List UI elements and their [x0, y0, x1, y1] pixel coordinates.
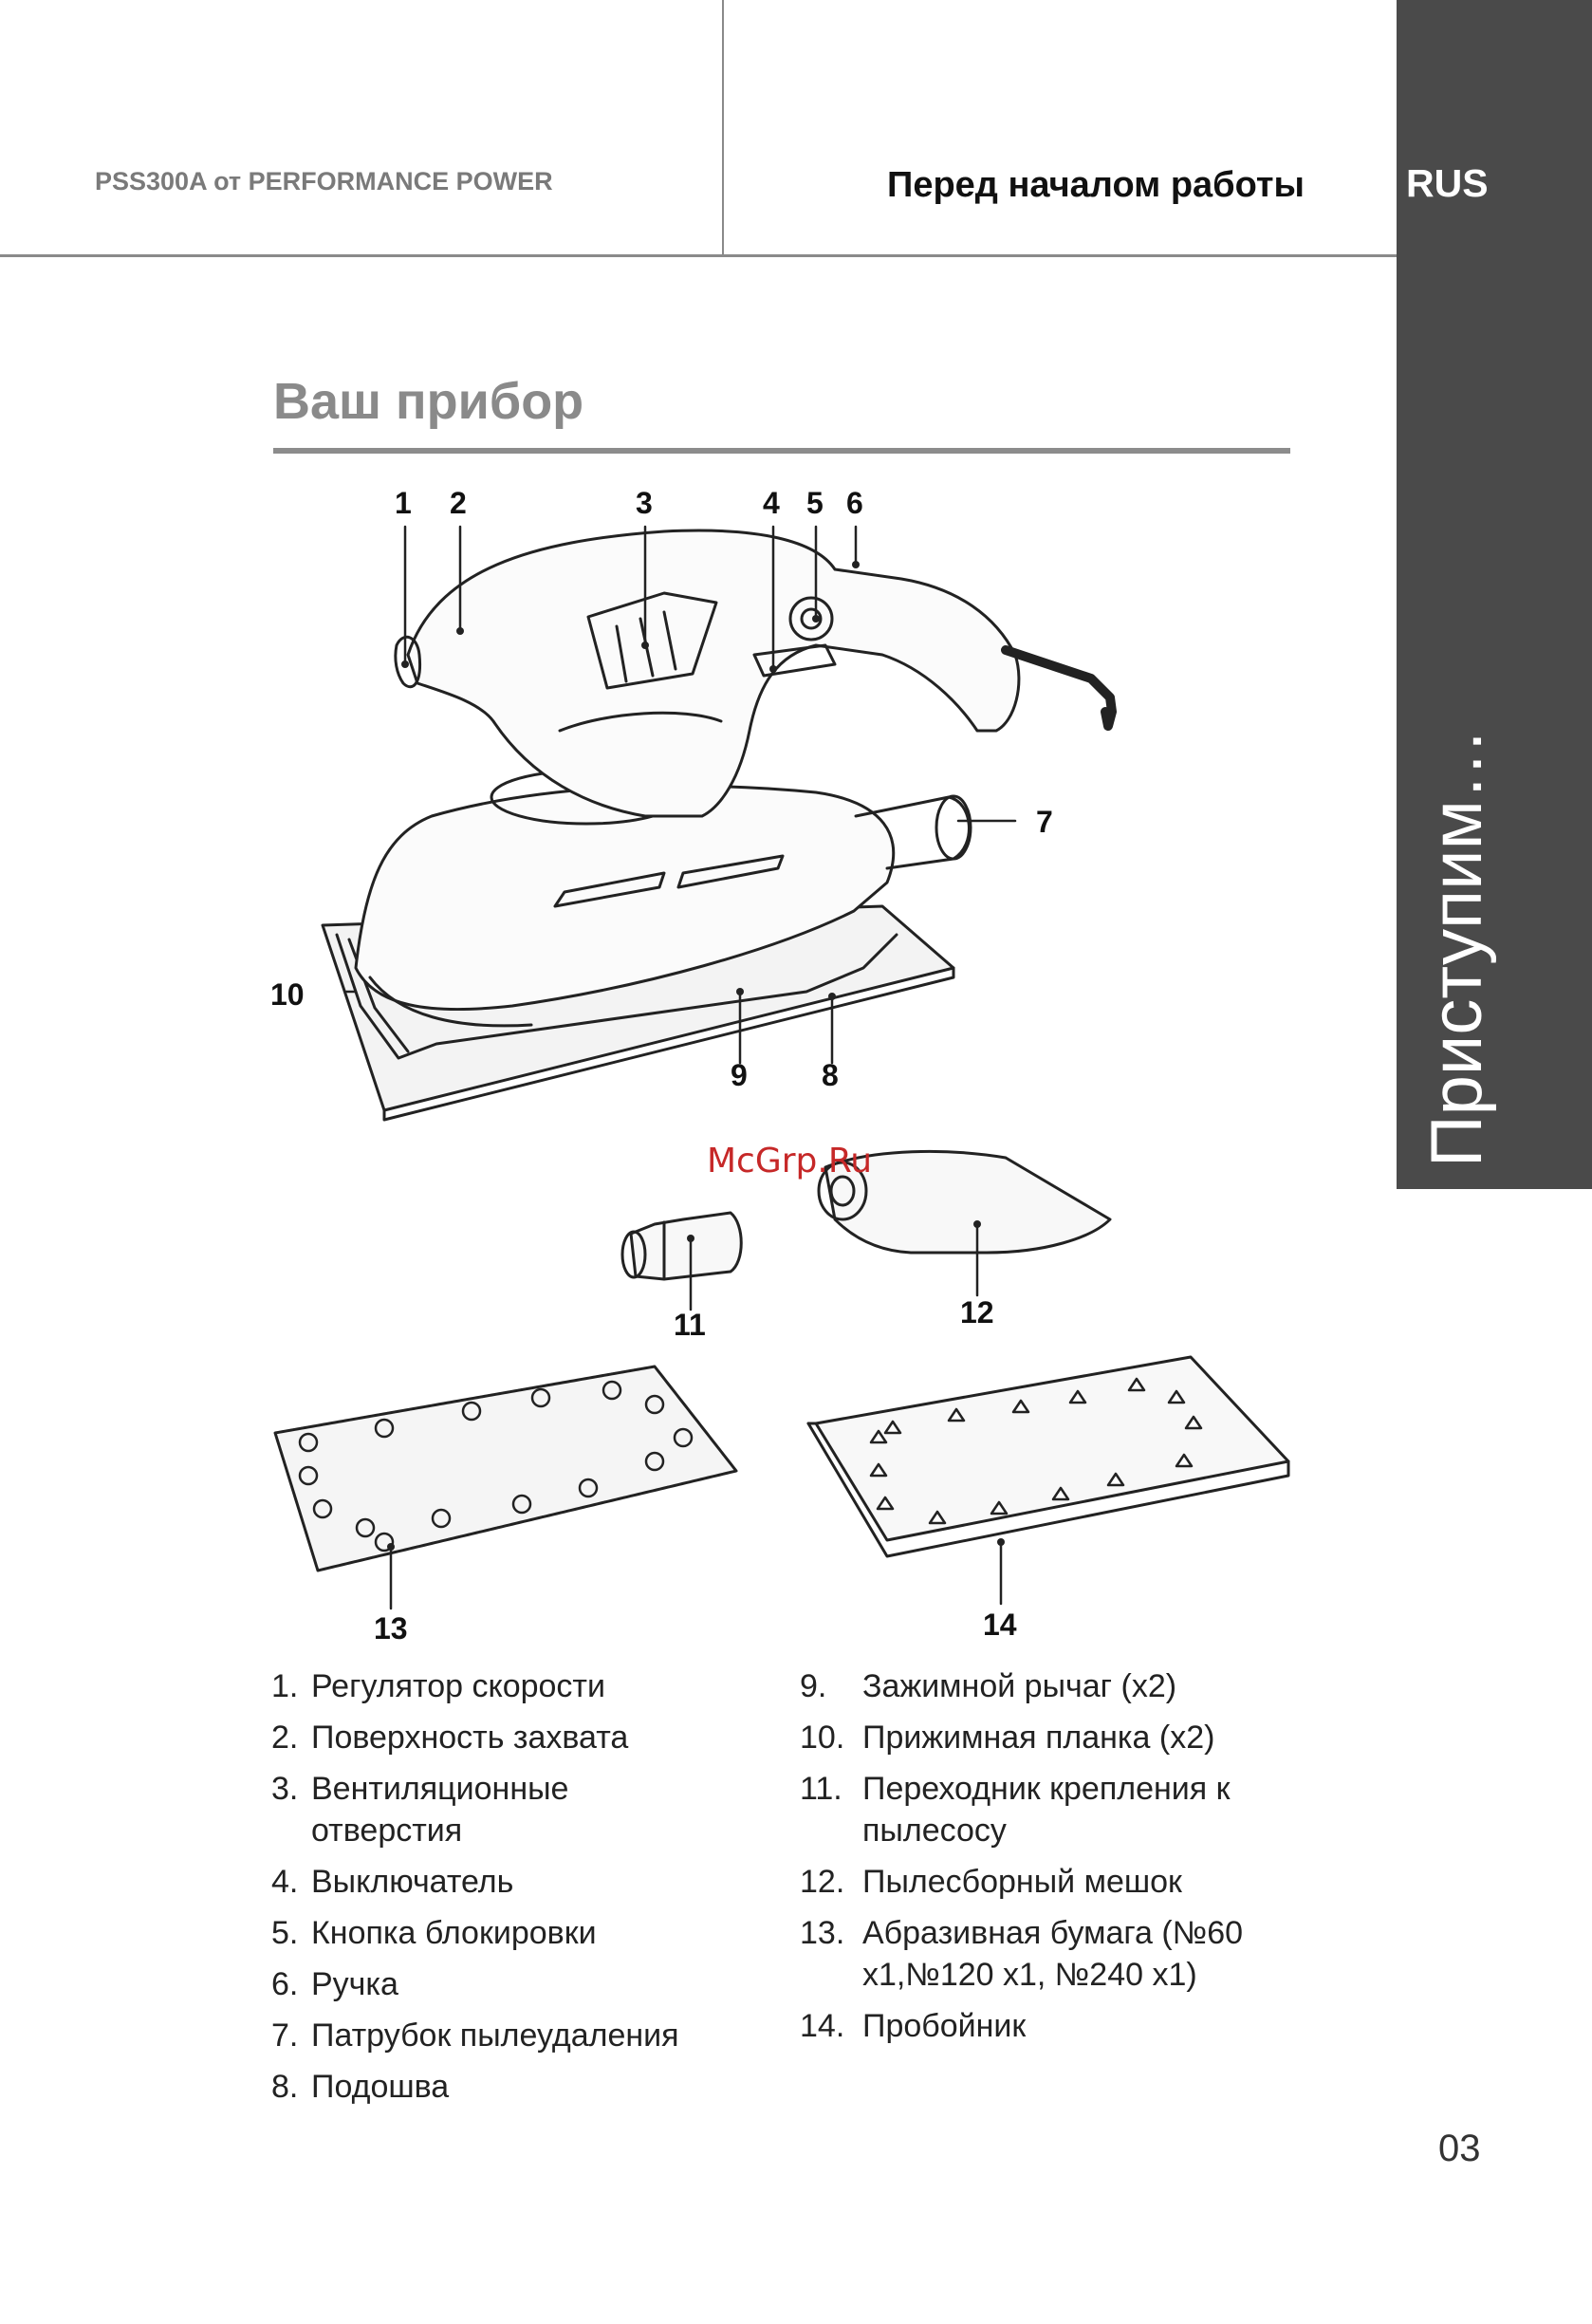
legend-item: 11.Переходник крепления к пылесосу — [800, 1771, 1231, 1849]
header-divider — [722, 0, 724, 256]
side-tab — [1397, 0, 1592, 1189]
parts-legend-right: 9.Зажимной рычаг (x2) 10.Прижимная планк… — [800, 1665, 1312, 2056]
legend-item: 10.Прижимная планка (x2) — [800, 1720, 1215, 1756]
callout-8: 8 — [822, 1058, 839, 1092]
callout-4: 4 — [763, 486, 780, 520]
callout-3: 3 — [636, 486, 653, 520]
legend-item: 9.Зажимной рычаг (x2) — [800, 1668, 1177, 1704]
legend-item: 14.Пробойник — [800, 2008, 1027, 2044]
legend-item: 2.Поверхность захвата — [271, 1720, 629, 1756]
punch-plate — [806, 1355, 1290, 1558]
parts-legend-left: 1.Регулятор скорости 2.Поверхность захва… — [271, 1665, 765, 2117]
legend-item: 5.Кнопка блокировки — [271, 1915, 597, 1951]
callout-13: 13 — [374, 1611, 408, 1645]
power-cord — [1001, 645, 1117, 731]
page-title: Ваш прибор — [273, 373, 584, 430]
callout-12: 12 — [960, 1295, 994, 1329]
header-section-title: Перед началом работы — [887, 165, 1305, 205]
callout-7: 7 — [1036, 805, 1053, 839]
legend-item: 8.Подошва — [271, 2069, 450, 2105]
header-model: PSS300A от PERFORMANCE POWER — [95, 167, 553, 195]
language-label: RUS — [1406, 161, 1489, 205]
dust-bag — [817, 1149, 1112, 1255]
abrasive-paper — [273, 1365, 738, 1572]
callout-9: 9 — [731, 1058, 748, 1092]
header-rule — [0, 254, 1397, 257]
leader-lines — [344, 525, 1017, 1610]
legend-item: 12.Пылесборный мешок — [800, 1864, 1182, 1900]
body-shell — [354, 769, 972, 1028]
handle — [394, 529, 1021, 818]
legend-item: 1.Регулятор скорости — [271, 1668, 606, 1704]
callout-10: 10 — [270, 977, 305, 1012]
legend-item: 13.Абразивная бумага (№60 x1,№120 x1, №2… — [800, 1915, 1244, 1993]
title-rule — [273, 448, 1290, 454]
legend-item: 4.Выключатель — [271, 1864, 514, 1900]
callout-5: 5 — [806, 486, 824, 520]
legend-item: 3.Вентиляционные отверстия — [271, 1771, 569, 1849]
callout-11: 11 — [674, 1308, 706, 1342]
callout-14: 14 — [983, 1608, 1017, 1642]
page-number: 03 — [1438, 2128, 1481, 2169]
legend-item: 7.Патрубок пылеудаления — [271, 2017, 679, 2054]
callout-2: 2 — [450, 486, 467, 520]
legend-item: 6.Ручка — [271, 1966, 398, 2002]
callout-1: 1 — [395, 486, 412, 520]
callout-6: 6 — [846, 486, 863, 520]
adapter-part — [620, 1211, 743, 1281]
watermark: McGrp.Ru — [707, 1142, 873, 1181]
